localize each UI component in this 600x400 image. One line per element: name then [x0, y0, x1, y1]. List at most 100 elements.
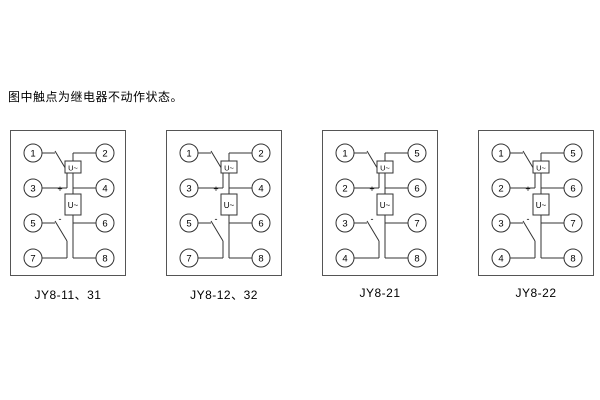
terminal-circle: [563, 143, 583, 163]
polarity-minus: -: [59, 214, 62, 224]
wiring-diagram: U~ U~ + - 1 3 5 7 2 4: [179, 143, 271, 268]
terminal-circle: [179, 248, 199, 268]
terminal-circle: [23, 178, 43, 198]
diagram-frame: U~ U~ + - 1 3 5 7 2 4: [166, 130, 282, 276]
terminal-circle: [563, 213, 583, 233]
terminal-circle: [251, 178, 271, 198]
terminal-circle: [95, 178, 115, 198]
terminal-number: 4: [258, 184, 263, 195]
terminal-number: 6: [258, 219, 263, 230]
coil-box: [220, 193, 238, 216]
wiring-diagram: U~ U~ + - 1 2 3 4 5 6: [335, 143, 427, 268]
wires: [354, 150, 408, 259]
coil-label: U~: [68, 201, 79, 210]
terminal-number: 1: [498, 149, 503, 160]
terminal-number: 3: [342, 219, 347, 230]
coil-box: [532, 193, 550, 216]
terminal-number: 3: [30, 184, 35, 195]
wires: [42, 150, 96, 259]
terminal-number: 5: [186, 219, 191, 230]
polarity-plus: +: [213, 184, 218, 194]
terminal-number: 5: [30, 219, 35, 230]
diagram-frame: U~ U~ + - 1 2 3 4 5 6: [322, 130, 438, 276]
terminal-circle: [491, 178, 511, 198]
terminal-number: 5: [414, 149, 419, 160]
terminal-circle: [491, 248, 511, 268]
coil-box: [376, 193, 394, 216]
terminal-number: 2: [498, 184, 503, 195]
terminal-circle: [95, 143, 115, 163]
relay-diagram-jy8-21: U~ U~ + - 1 2 3 4 5 6: [322, 130, 438, 300]
polarity-minus: -: [215, 214, 218, 224]
terminal-circle: [563, 248, 583, 268]
terminal-number: 1: [30, 149, 35, 160]
ac-source-label: U~: [380, 164, 390, 173]
coil-box: [64, 193, 82, 216]
polarity-minus: -: [527, 214, 530, 224]
terminal-circle: [407, 143, 427, 163]
terminal-number: 3: [498, 219, 503, 230]
terminal-circle: [179, 213, 199, 233]
terminal-number: 5: [570, 149, 575, 160]
diagram-note: 图中触点为继电器不动作状态。: [8, 90, 184, 104]
terminal-circle: [491, 143, 511, 163]
terminal-number: 6: [414, 184, 419, 195]
terminal-number: 2: [342, 184, 347, 195]
terminal-circle: [407, 213, 427, 233]
coil-label: U~: [536, 201, 547, 210]
polarity-plus: +: [57, 184, 62, 194]
terminal-number: 4: [102, 184, 107, 195]
terminal-number: 8: [414, 254, 419, 265]
terminal-number: 4: [342, 254, 347, 265]
ac-source-box: [64, 160, 82, 174]
terminal-circle: [95, 248, 115, 268]
wires: [198, 150, 252, 259]
panel-label: JY8-22: [515, 286, 557, 300]
ac-source-box: [376, 160, 394, 174]
terminal-number: 6: [570, 184, 575, 195]
terminals: 1 2 3 4 5 6 7 8: [335, 143, 427, 268]
terminal-circle: [563, 178, 583, 198]
terminal-number: 2: [102, 149, 107, 160]
ac-source-label: U~: [224, 164, 234, 173]
terminal-circle: [23, 143, 43, 163]
ac-source-box: [220, 160, 238, 174]
terminal-number: 7: [570, 219, 575, 230]
ac-source-box: [532, 160, 550, 174]
terminal-circle: [251, 213, 271, 233]
terminals: 1 2 3 4 5 6 7 8: [491, 143, 583, 268]
terminal-circle: [251, 248, 271, 268]
relay-diagram-jy8-22: U~ U~ + - 1 2 3 4 5 6: [478, 130, 594, 300]
terminal-circle: [251, 143, 271, 163]
relay-diagram-jy8-11: U~ U~ + - 1 3 5 7 2 4: [10, 130, 126, 303]
terminal-circle: [335, 248, 355, 268]
terminal-circle: [335, 143, 355, 163]
diagram-frame: U~ U~ + - 1 3 5 7 2 4: [10, 130, 126, 276]
polarity-plus: +: [369, 184, 374, 194]
terminal-number: 1: [342, 149, 347, 160]
terminal-number: 3: [186, 184, 191, 195]
wiring-diagram: U~ U~ + - 1 3 5 7 2 4: [23, 143, 115, 268]
terminal-number: 7: [414, 219, 419, 230]
terminal-number: 1: [186, 149, 191, 160]
diagram-frame: U~ U~ + - 1 2 3 4 5 6: [478, 130, 594, 276]
panel-label: JY8-11、31: [34, 288, 102, 302]
terminal-circle: [179, 143, 199, 163]
terminal-number: 8: [258, 254, 263, 265]
panel-label: JY8-12、32: [190, 288, 258, 302]
terminal-circle: [179, 178, 199, 198]
terminal-number: 8: [570, 254, 575, 265]
terminal-number: 7: [30, 254, 35, 265]
polarity-minus: -: [371, 214, 374, 224]
coil-label: U~: [380, 201, 391, 210]
terminal-number: 7: [186, 254, 191, 265]
terminal-circle: [407, 178, 427, 198]
ac-source-label: U~: [68, 164, 78, 173]
wires: [510, 150, 564, 259]
terminal-circle: [335, 178, 355, 198]
terminals: 1 3 5 7 2 4 6 8: [23, 143, 115, 268]
terminal-number: 2: [258, 149, 263, 160]
terminal-circle: [335, 213, 355, 233]
terminal-number: 8: [102, 254, 107, 265]
terminal-circle: [407, 248, 427, 268]
